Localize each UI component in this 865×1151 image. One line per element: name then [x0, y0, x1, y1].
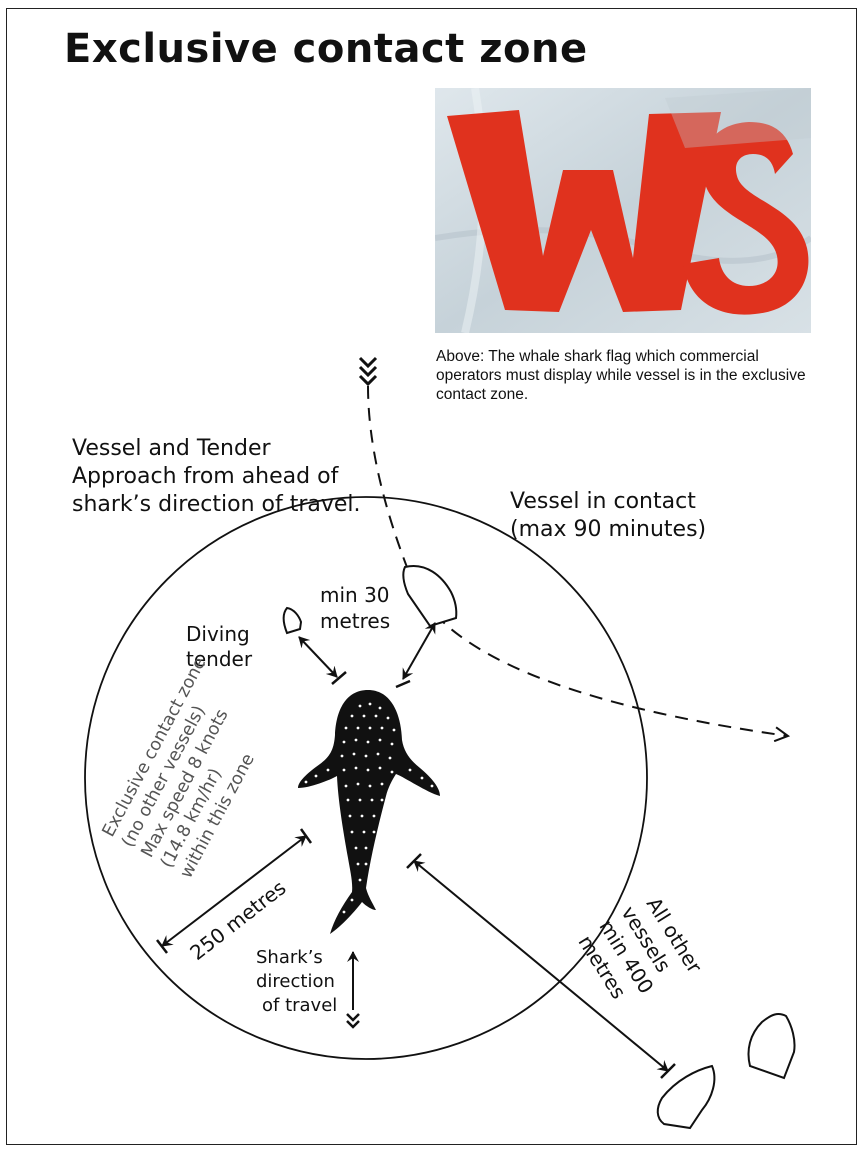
whale-shark-icon	[298, 690, 440, 934]
vessel-path	[367, 385, 788, 736]
other-vessel-icon	[747, 1013, 796, 1080]
exclusive-zone-circle	[84, 496, 648, 1060]
flag-letter-s	[683, 122, 809, 315]
other-vessel-icon	[656, 1064, 716, 1130]
vessel-distance-arrow	[402, 622, 436, 680]
contact-vessel-icon	[402, 564, 458, 628]
vessel-path-start-chevrons	[358, 356, 378, 387]
radius-arrow	[161, 835, 307, 947]
whale-shark-flag-photo	[435, 88, 811, 333]
min-30-metres-label: min 30 metres	[320, 583, 396, 633]
shark-direction-label: Shark’s direction of travel	[256, 947, 341, 1016]
vessel-in-contact-label: Vessel in contact (max 90 minutes)	[510, 489, 706, 542]
other-vessels-label: All other vessels min 400 metres	[572, 888, 710, 1024]
tender-distance-arrow	[298, 636, 338, 678]
zone-rules-label: Exclusive contact zone (no other vessels…	[99, 649, 291, 881]
page-title: Exclusive contact zone	[64, 26, 588, 72]
other-vessels-distance-arrow	[413, 860, 669, 1072]
approach-label: Vessel and Tender Approach from ahead of…	[72, 436, 361, 517]
page-frame	[6, 8, 857, 1145]
diving-tender-icon	[282, 606, 303, 635]
flag-letter-w	[447, 110, 721, 312]
diving-tender-label: Diving tender	[186, 622, 256, 671]
flag-caption: Above: The whale shark flag which commer…	[436, 348, 806, 403]
